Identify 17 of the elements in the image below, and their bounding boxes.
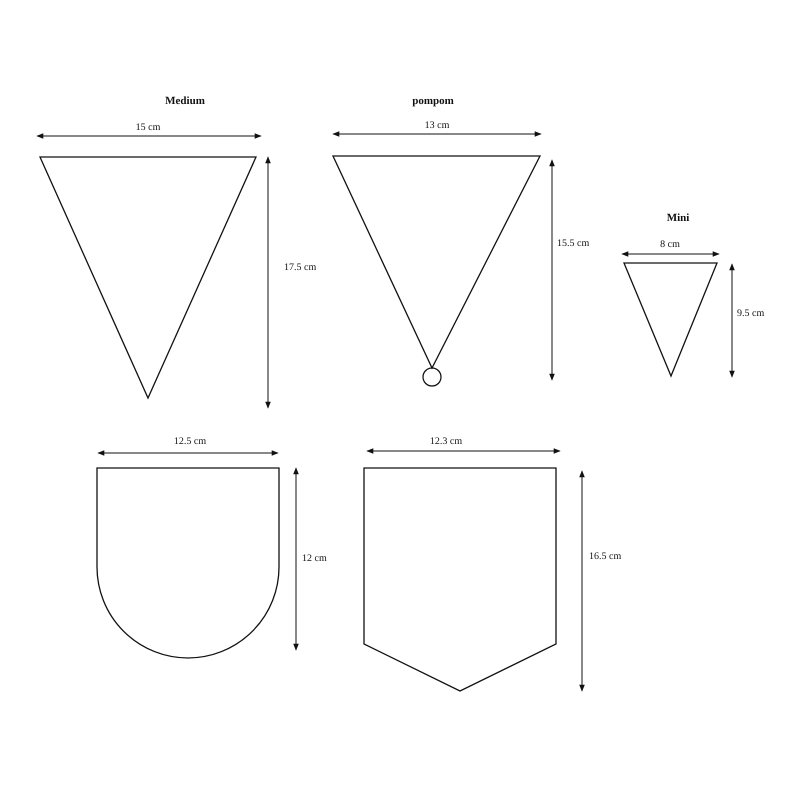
dimension-label: 8 cm xyxy=(660,239,680,250)
rounded-pennant-template xyxy=(96,467,280,659)
dimension-label: 12.5 cm xyxy=(174,436,206,447)
triangle-pennant-template xyxy=(621,212,721,378)
dimension-label: 12 cm xyxy=(302,553,327,564)
pompom-circle xyxy=(423,368,441,386)
template-title: pompom xyxy=(412,95,454,107)
dimension-label: 15.5 cm xyxy=(557,238,590,249)
pointed-pennant-template xyxy=(363,467,557,692)
template-title: Mini xyxy=(666,212,690,224)
dimension-label: 13 cm xyxy=(424,120,450,131)
dimension-label: 9.5 cm xyxy=(737,308,764,319)
dimension-label: 16.5 cm xyxy=(589,551,622,562)
dimension-label: 12.3 cm xyxy=(430,436,462,447)
template-title: Medium xyxy=(165,95,205,107)
dimension-label: 15 cm xyxy=(136,122,160,133)
dimension-label: 17.5 cm xyxy=(284,262,316,273)
